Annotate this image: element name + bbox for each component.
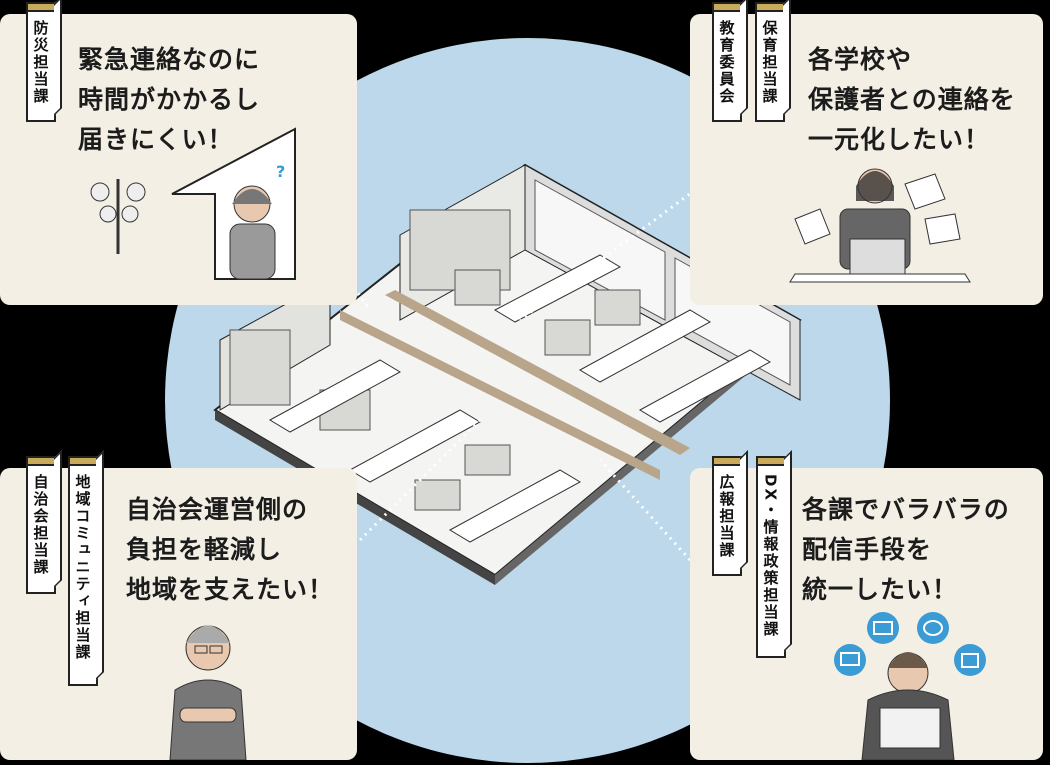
chat-icon [917,612,949,644]
education-illustration [789,168,971,283]
panel-education: 各学校や 保護者との連絡を 一元化したい！ [690,14,1043,305]
pr-illustration [834,612,986,760]
message-line: 自治会運営側の [126,495,309,524]
message-line: 各学校や [808,45,913,74]
question-icon: ? [276,162,285,181]
tag-label: 地域コミュニティ担当課 [68,456,98,686]
tag-label: 自治会担当課 [26,456,56,594]
computer-icon [834,644,866,676]
message-line: 一元化したい！ [808,125,991,154]
tag-label: 防災担当課 [26,2,56,122]
message-line: 保護者との連絡を [808,85,1016,114]
panel-pr: 各課でバラバラの 配信手段を 統一したい！ [690,468,1043,760]
tag-label: 広報担当課 [712,456,742,576]
message-line: 緊急連絡なのに [78,45,261,74]
message-line: 各課でバラバラの [802,495,1010,524]
message-line: 時間がかかるし [78,85,261,114]
message-line: 届きにくい！ [78,125,234,154]
tag-label: 保育担当課 [755,2,785,122]
tag-label: DX・情報政策担当課 [756,456,786,658]
community-illustration [169,625,247,760]
message-line: 配信手段を [802,535,933,564]
mail-icon [867,612,899,644]
fax-icon [954,644,986,676]
message-line: 地域を支えたい！ [126,575,335,604]
message-line: 負担を軽減し [126,535,283,564]
speaker-icon [90,179,146,254]
tag-label: 教育委員会 [712,2,742,122]
disaster-illustration: ? [90,127,296,280]
message-line: 統一したい！ [802,575,959,604]
